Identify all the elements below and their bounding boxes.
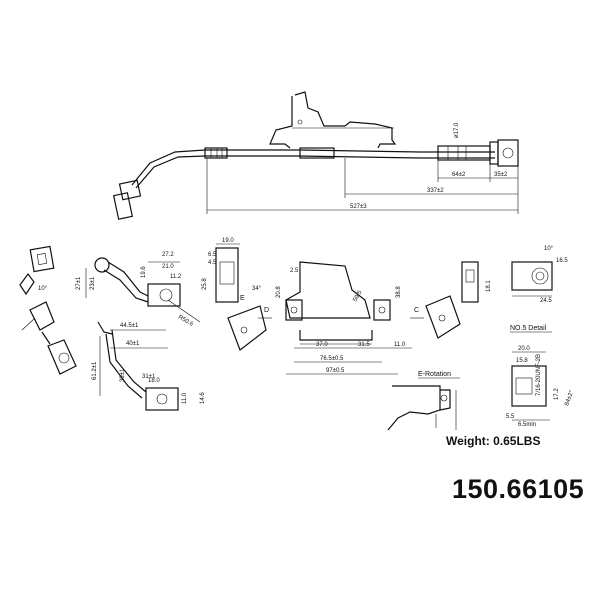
left-fitting-detail: 10° [19,245,77,375]
mounting-bracket [269,91,397,149]
dim-34deg: 34° [252,286,262,292]
dim-84: 84±2° [564,389,575,406]
right-fitting-top-view: 10° 16.5 24.5 [511,246,568,304]
dim-10deg: 10° [38,286,48,292]
dim-24-5: 24.5 [540,298,552,304]
dim-thread: 7/16-20UNF-2B [536,354,542,396]
dim-10deg2: 10° [544,246,554,252]
no5-detail: NO.5 Detail 20.0 15.8 7/16-20UNF-2B 17.2… [506,325,575,428]
dim-11: 11.0 [182,392,188,404]
dim-76: 76.5±0.5 [320,356,344,362]
dim-64: 64±2 [452,172,466,178]
dim-2-5: 2.5 [290,268,299,274]
dim-27-2: 27.2 [162,252,174,258]
dim-27: 27±1 [76,276,82,290]
dim-39: 39±1 [120,368,126,382]
e-rotation-label: E-Rotation [418,371,451,378]
dim-61: 61.2±1 [92,361,98,380]
dim-35: 35±2 [494,172,508,178]
dim-31-5: 31.5 [358,342,370,348]
view-label-e: E [240,295,245,302]
dim-16-5: 16.5 [556,258,568,264]
dim-18: 18.0 [148,378,160,384]
dim-44: 44.5±1 [120,323,139,329]
dim-337: 337±2 [427,188,444,194]
part-number: 150.66105 [452,474,585,504]
view-label-d: D [264,307,269,314]
weight-label: Weight: 0.65LBS [446,434,541,448]
dim-d17: ø17.0 [454,122,460,138]
right-end-fitting [437,139,519,167]
dim-11b: 11.0 [394,342,406,348]
bend-view-2: 44.5±1 40±1 61.2±1 39±1 31±1 11.0 14.6 1… [92,321,206,411]
dim-6-5: 6.5 [208,252,217,258]
left-end-fitting [112,179,142,220]
dim-21: 21.0 [162,264,174,270]
right-section-view-c: 18.1 C [410,261,492,339]
view-label-c: C [414,307,419,314]
no5-detail-label: NO.5 Detail [510,325,547,332]
dim-31: 31±1 [142,374,156,380]
dim-19-6: 19.6 [141,266,147,278]
dim-20-8: 20.8 [276,286,282,298]
dim-97: 97±0.5 [326,368,345,374]
main-hose-assembly: 527±3 337±2 64±2 35±2 ø17.0 [112,91,519,220]
e-rotation-view: E-Rotation [387,371,460,431]
dim-5-5: 5.5 [506,414,515,420]
dim-15-8: 15.8 [516,358,528,364]
dim-11-2: 11.2 [170,274,182,280]
dim-6-5min: 6.5min [518,422,536,428]
dim-19: 19.0 [222,238,234,244]
dim-17-2: 17.2 [554,388,560,400]
dim-14-6: 14.6 [200,392,206,404]
dim-20: 20.0 [518,346,530,352]
dim-59: 59.5 [353,289,364,303]
dim-40: 40±1 [126,341,140,347]
dim-18b: 18.1 [486,280,492,292]
bracket-section-view: 19.0 6.5 4.5 25.8 E 34° D [202,238,272,351]
center-bracket-view: 2.5 20.8 59.5 38.8 37.0 31.5 11.0 76.5±0… [276,261,412,375]
dim-37: 37.0 [316,342,328,348]
bend-view-1: 27±1 23±1 27.2 21.0 11.2 19.6 R50.6 [76,252,201,328]
dim-25-8: 25.8 [202,278,208,290]
dim-4-5: 4.5 [208,260,217,266]
dim-23: 23±1 [90,276,96,290]
dim-527: 527±3 [350,204,367,210]
dim-38-8: 38.8 [396,286,402,298]
